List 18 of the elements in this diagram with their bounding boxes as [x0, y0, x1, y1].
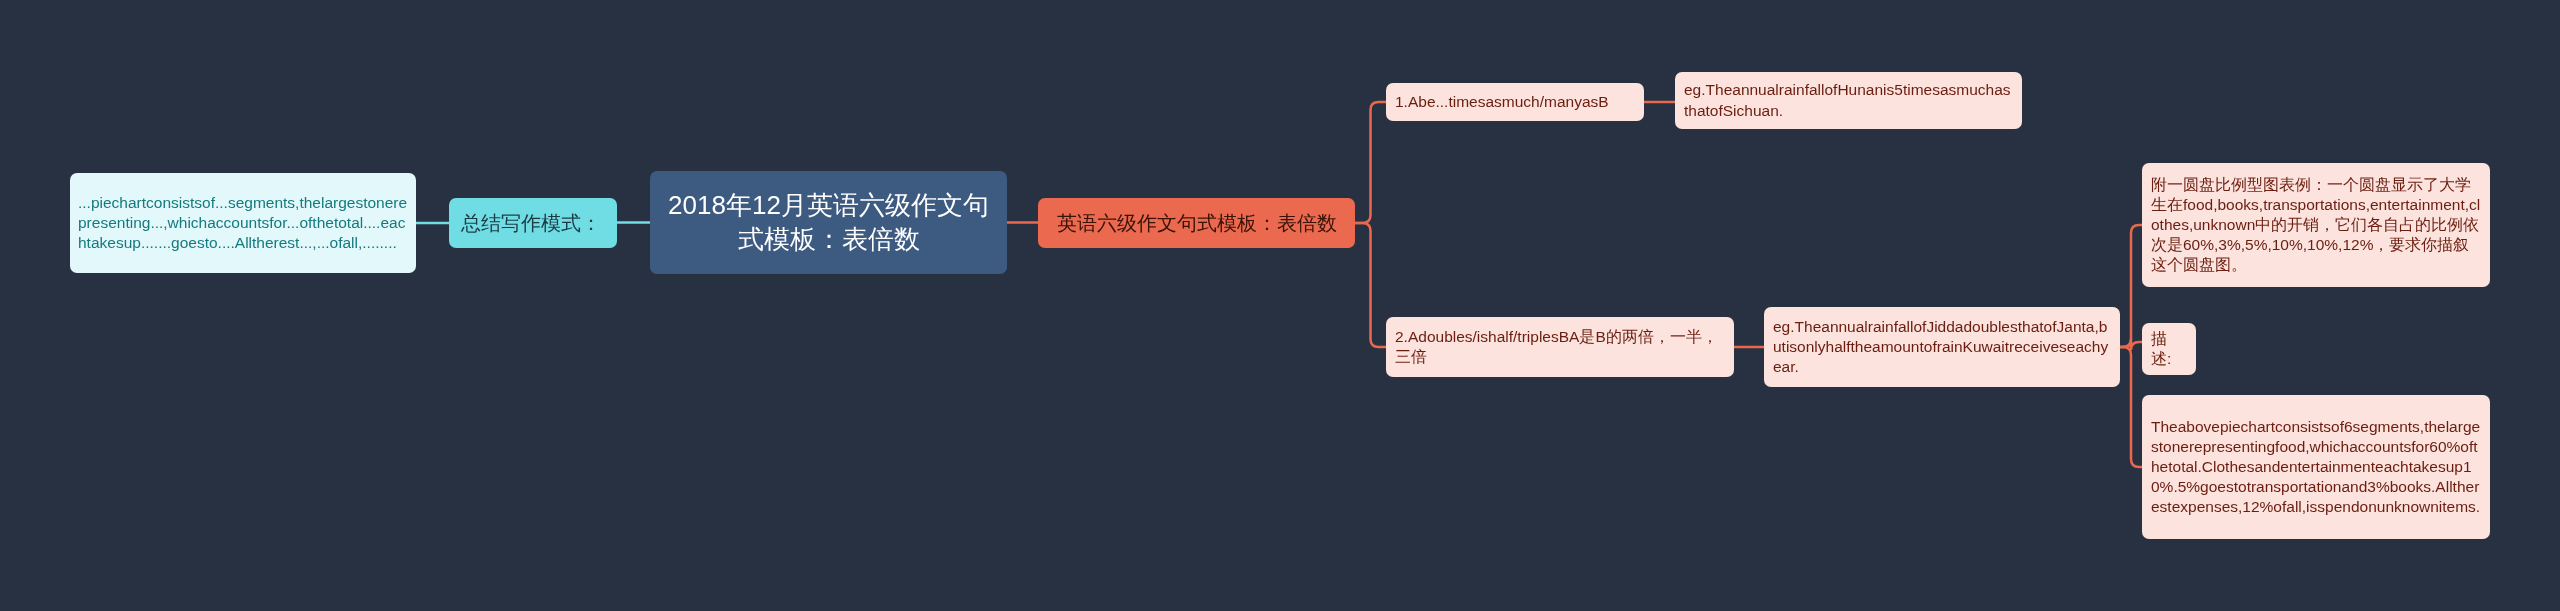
connector-line [1734, 345, 1764, 349]
note-box: 1.Abe...timesasmuch/manyasB [1386, 83, 1644, 121]
note-box: 2.Adoubles/ishalf/triplesBA是B的两倍，一半，三倍 [1386, 317, 1734, 377]
connector-line [2120, 345, 2142, 469]
topic-box: 总结写作模式： [449, 198, 617, 248]
connector-line [416, 221, 449, 225]
topic-box: 英语六级作文句式模板：表倍数 [1038, 198, 1355, 248]
central-topic-box: 2018年12月英语六级作文句式模板：表倍数 [650, 171, 1007, 274]
connector-line [1355, 221, 1386, 349]
note-box: eg.TheannualrainfallofHunanis5timesasmuchasthatofSichuan. [1675, 72, 2022, 129]
connector-line [617, 221, 650, 224]
connector-line [1644, 100, 1675, 104]
note-box: 描述: [2142, 323, 2196, 376]
note-box: eg.TheannualrainfallofJiddadoublesthatofJanta,butisonlyhalftheamountofrainKuwaitreceiveseachyear. [1764, 307, 2120, 387]
connector-line [1007, 221, 1038, 224]
note-box: 附一圆盘比例型图表例：一个圆盘显示了大学生在food,books,transportations,entertainment,clothes,unknown中的开销，它们各自占的比例依次是60%,3%,5%,10%,10%,12%，要求你描叙这个圆盘图。 [2142, 163, 2490, 287]
note-box: ...piechartconsistsof...segments,thelargestonerepresenting...,whichaccountsfor...ofthetotal....eachtakesup.......goesto....Alltherest...,...ofall,........ [70, 173, 416, 273]
note-box: Theabovepiechartconsistsof6segments,thelargestonerepresentingfood,whichaccountsfor60%ofthetotal.Clothesandentertainmenteachtakesup10%.5%goestotransportationand3%books.Alltherestexpenses,12%ofall,isspendonunknownitems. [2142, 395, 2490, 539]
